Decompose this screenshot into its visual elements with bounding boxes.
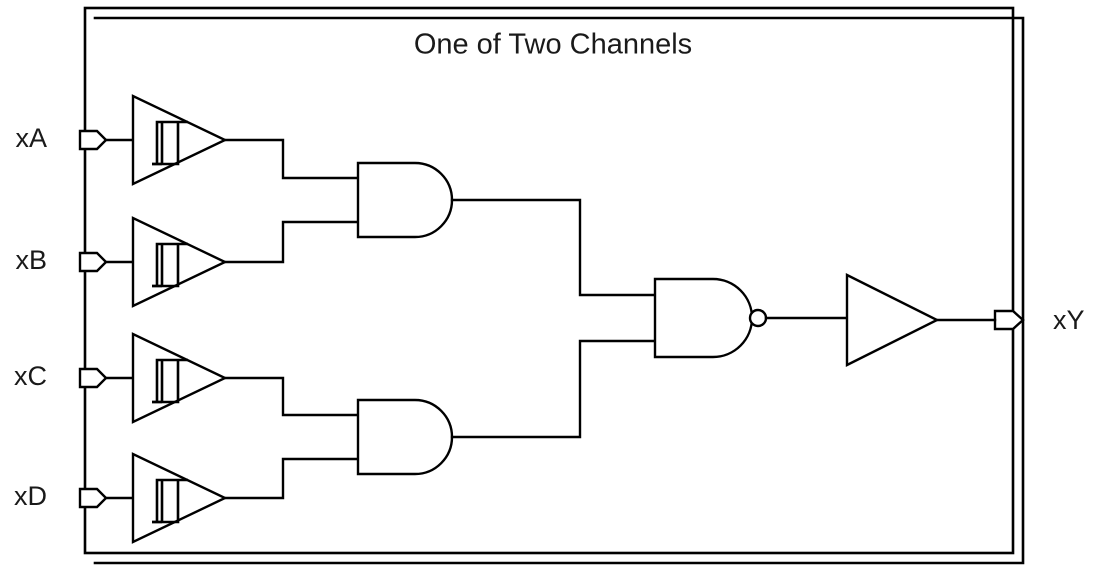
- wire-andtop-to-nand: [450, 198, 657, 297]
- hysteresis-icon-xb-b: [152, 244, 164, 288]
- wire-andbottom-to-nand: [450, 339, 657, 439]
- output-pin-xy[interactable]: [993, 309, 1025, 331]
- and-gate-bottom-body: [356, 398, 454, 476]
- hysteresis-icon-xd: [152, 478, 188, 524]
- and-gate-bottom[interactable]: [356, 398, 454, 476]
- output-buffer-triangle: [845, 273, 940, 367]
- input-pin-xc[interactable]: [78, 367, 108, 389]
- and-gate-top[interactable]: [356, 161, 454, 239]
- output-label-xy: xY: [1053, 305, 1085, 335]
- wire-bufa-to-and-top: [223, 138, 360, 180]
- and-gate-top-body: [356, 161, 454, 239]
- output-buffer[interactable]: [845, 273, 940, 367]
- wire-bufd-to-and-bottom: [223, 457, 360, 500]
- hysteresis-icon-xa-b: [152, 122, 164, 166]
- hysteresis-icon-xd-b: [152, 480, 164, 524]
- wire-bufc-to-and-bottom: [223, 376, 360, 417]
- input-label-xb: xB: [15, 245, 47, 275]
- nand-inversion-bubble-icon: [748, 308, 768, 328]
- input-pin-xa[interactable]: [78, 129, 108, 151]
- hysteresis-icon-xc: [152, 358, 188, 404]
- schmitt-buffer-xa[interactable]: [131, 94, 228, 186]
- package-boundary: [83, 6, 1025, 565]
- nand-gate-body: [653, 277, 754, 359]
- input-label-xd: xD: [14, 481, 47, 511]
- schmitt-buffer-xd[interactable]: [131, 452, 228, 544]
- hysteresis-icon-xc-b: [152, 360, 164, 404]
- hysteresis-icon-xb: [152, 242, 188, 288]
- input-label-xa: xA: [15, 123, 47, 153]
- package-outline-primary: [83, 6, 1015, 555]
- input-pin-xd[interactable]: [78, 487, 108, 509]
- wire-bufb-to-and-top: [223, 220, 360, 264]
- page-title: One of Two Channels: [414, 29, 692, 61]
- input-pin-xb[interactable]: [78, 251, 108, 273]
- input-label-xc: xC: [14, 361, 47, 391]
- package-outline-secondary: [93, 16, 1025, 565]
- schmitt-buffer-xc[interactable]: [131, 332, 228, 424]
- hysteresis-icon-xa: [152, 120, 188, 166]
- nand-gate-main[interactable]: [653, 277, 768, 359]
- schmitt-buffer-xb[interactable]: [131, 216, 228, 308]
